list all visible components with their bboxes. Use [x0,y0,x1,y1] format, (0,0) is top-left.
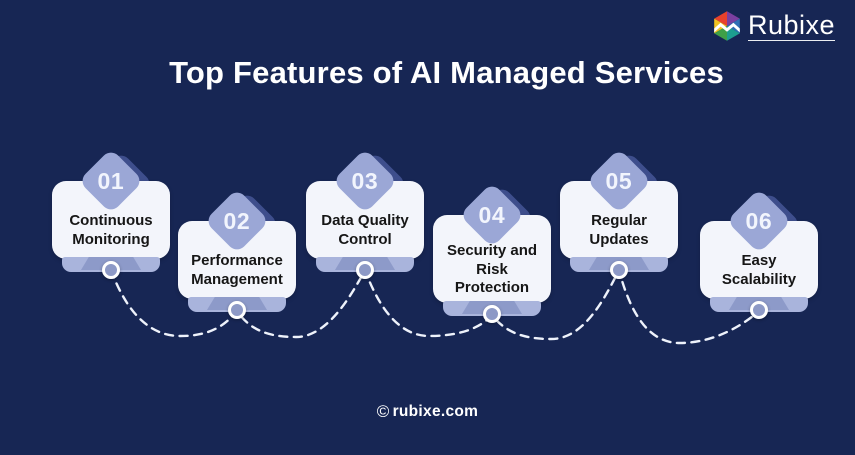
connector-dot [356,261,374,279]
feature-label: Regular Updates [589,212,649,248]
feature-panel: Data Quality Control [306,181,424,259]
feature-card-4: Security and Risk Protection 04 [433,182,551,337]
feature-label: Continuous Monitoring [69,212,153,248]
feature-number: 02 [223,207,251,234]
brand-name: Rubixe [747,9,835,42]
page-title: Top Features of AI Managed Services [169,55,724,90]
footer-site: rubixe.com [392,403,479,420]
connector-dot [750,301,768,319]
feature-card-6: Easy Scalability 06 [700,188,818,343]
feature-label: Performance Management [191,252,283,288]
feature-card-5: Regular Updates 05 [560,148,678,303]
feature-label: Security and Risk Protection [446,241,538,297]
feature-panel: Regular Updates [560,181,678,259]
feature-number: 06 [745,207,773,234]
connector-dot [228,301,246,319]
feature-number: 03 [351,167,379,194]
feature-number: 04 [478,201,506,228]
connector-dot [102,261,120,279]
logo: Rubixe [711,10,835,42]
copyright-icon: © [376,402,390,421]
feature-number: 01 [97,167,125,194]
dashed-path [109,266,761,345]
feature-number: 05 [605,167,633,194]
feature-card-2: Performance Management 02 [178,188,296,343]
feature-label: Easy Scalability [721,252,797,288]
footer: ©rubixe.com [0,402,855,422]
rubixe-cube-icon [714,11,740,41]
connector-dot [483,305,501,323]
feature-card-3: Data Quality Control 03 [306,148,424,303]
feature-label: Data Quality Control [321,212,409,248]
connector-dot [610,261,628,279]
feature-card-1: Continuous Monitoring 01 [52,148,170,303]
